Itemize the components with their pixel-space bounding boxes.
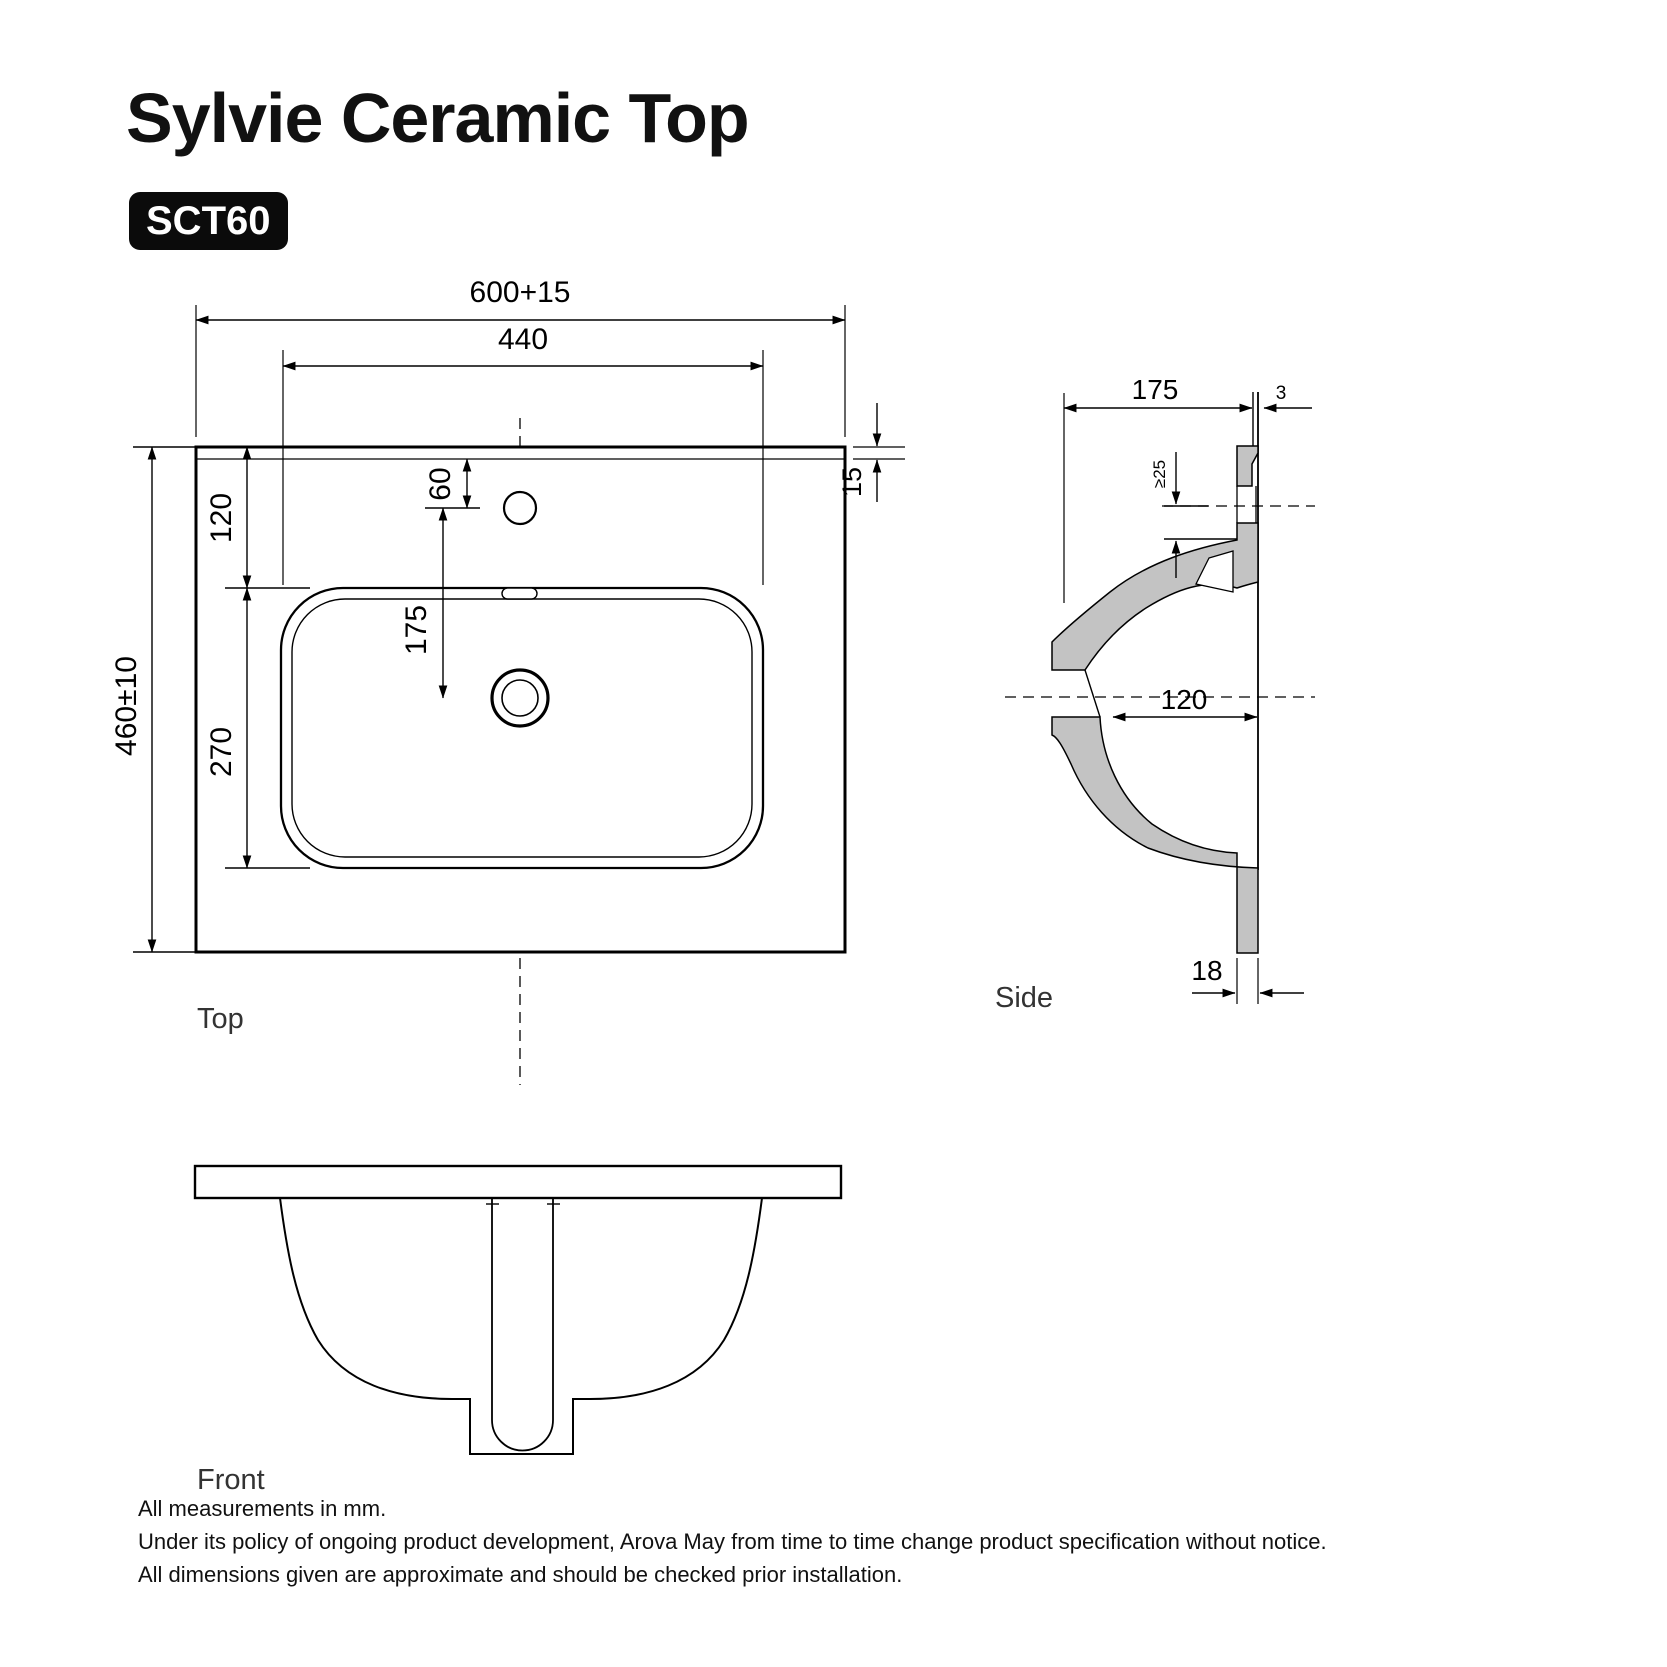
- dim-lip: 3: [1276, 383, 1287, 404]
- top-view-label: Top: [197, 1003, 244, 1035]
- top-view: 600+15 440 15 120 270 460±10: [110, 276, 905, 1085]
- dim-bowl-length: 270: [205, 727, 238, 777]
- section-top-block: [1236, 445, 1259, 487]
- front-bowl-outline: [279, 1197, 763, 1455]
- dim-bowl-width: 440: [498, 323, 548, 356]
- dim-back-ledge: 15: [837, 467, 867, 497]
- bowl-inner-slant: [1084, 669, 1101, 718]
- dim-bowl-inner: 120: [1161, 684, 1208, 715]
- section-bowl-band: [1051, 716, 1259, 954]
- side-view: 175 3 ≥25 120 18 Side: [995, 374, 1315, 1014]
- dim-overall-depth: 460±10: [110, 656, 143, 756]
- side-view-label: Side: [995, 982, 1053, 1014]
- dim-base-width: 18: [1191, 955, 1222, 986]
- footer-line-units: All measurements in mm.: [138, 1496, 387, 1521]
- front-view: Front: [193, 1164, 843, 1496]
- model-code-badge: SCT60: [129, 192, 288, 250]
- dim-tap-setback: 60: [424, 467, 457, 500]
- section-rim-band: [1051, 522, 1259, 671]
- front-slab-outline: [193, 1164, 843, 1200]
- footer-line-disclaimer: All dimensions given are approximate and…: [138, 1562, 903, 1587]
- section-rim-gap: [1195, 550, 1234, 593]
- page-title: Sylvie Ceramic Top: [126, 79, 750, 157]
- dim-depth-to-face: 175: [1132, 374, 1179, 405]
- footer-line-policy: Under its policy of ongoing product deve…: [138, 1529, 1327, 1554]
- footer-notes: All measurements in mm. Under its policy…: [138, 1492, 1327, 1591]
- dim-tap-to-drain: 175: [400, 605, 433, 655]
- drain-hole-inner: [501, 679, 539, 717]
- front-drain-tube: [491, 1198, 554, 1452]
- dim-min-clearance: ≥25: [1150, 460, 1169, 488]
- front-view-label: Front: [197, 1464, 265, 1496]
- drain-hole-outer: [490, 668, 550, 728]
- overflow-slot: [501, 587, 538, 600]
- tap-hole: [502, 490, 538, 526]
- dim-overall-width: 600+15: [470, 276, 571, 309]
- dim-back-to-bowl: 120: [205, 493, 238, 543]
